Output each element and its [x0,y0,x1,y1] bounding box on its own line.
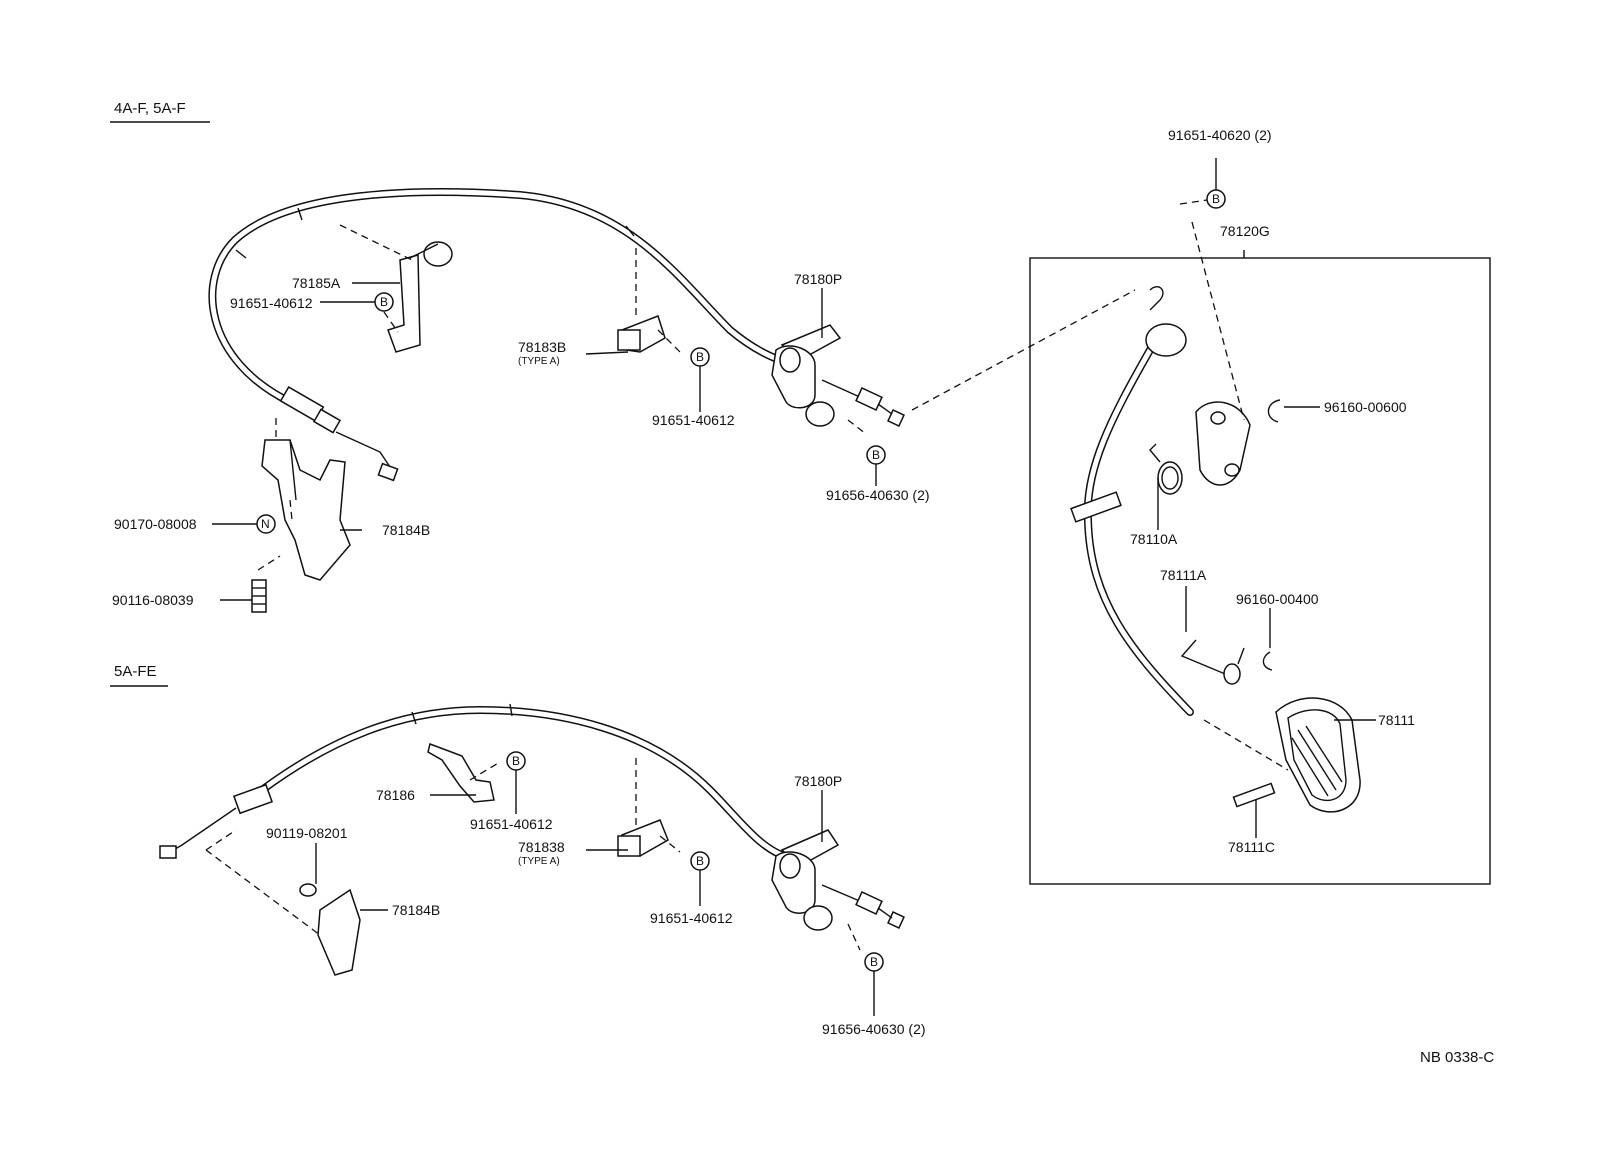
label-78180P-lower: 78180P [794,773,842,789]
bolt-mark-upper-a: B [320,292,399,333]
label-78184B-lower: 78184B [392,902,440,918]
bolt-mark-pedal: B [1179,158,1226,209]
bolt-mark-lower-a: B [506,751,526,814]
label-78111: 78111 [1378,712,1415,728]
label-91651-40620: 91651-40620 (2) [1168,127,1272,143]
label-90119-08201: 90119-08201 [266,825,348,841]
torsion-spring-78110A [1149,443,1183,495]
label-78184B-upper: 78184B [382,522,430,538]
section-label-lower: 5A-FE [114,663,157,680]
leader-lines [220,250,1376,911]
bracket-78184B-upper [257,418,351,581]
bolt-mark-lower-c: B [864,952,884,1016]
stud-90116-08039 [251,579,267,613]
bolt-mark-lower-c-letter: B [870,955,878,969]
label-78183B-upper: 78183B [518,339,566,355]
bracket-78185A [339,224,453,353]
upper-accelerator-cable [208,188,804,482]
label-78111A: 78111A [1160,567,1207,583]
label-91651-40612-lower-b: 91651-40612 [650,910,733,926]
section-label-upper: 4A-F, 5A-F [114,100,186,117]
throttle-link-upper [771,289,1136,435]
label-78183B-lower-type: (TYPE A) [518,856,560,867]
pedal-pad-78111 [1275,697,1361,813]
label-96160-00600: 96160-00600 [1324,399,1407,415]
pivot-bracket [1191,221,1251,486]
bolt-mark-upper-b-letter: B [696,350,704,364]
bolt-mark-pedal-letter: B [1212,192,1220,206]
label-78185A: 78185A [292,275,341,291]
bolt-mark-upper-c-letter: B [872,448,880,462]
label-78111C: 78111C [1228,839,1275,855]
label-91651-40612-upper-a: 91651-40612 [230,295,313,311]
label-78183B-upper-type: (TYPE A) [518,356,560,367]
drawing-code: NB 0338-C [1420,1049,1494,1066]
bolt-mark-upper-b: B [690,347,710,412]
label-78186: 78186 [376,787,415,803]
section-title-upper: 4A-F, 5A-F [110,100,210,123]
label-78183B-lower: 781838 [518,839,565,855]
nut-mark-upper-letter: N [261,517,270,531]
clip-96160-00600 [1267,399,1281,423]
bolt-mark-lower-a-letter: B [512,754,520,768]
bolt-mark-upper-a-letter: B [380,295,388,309]
label-91656-40630-upper: 91656-40630 (2) [826,487,930,503]
clip-96160-00400 [1262,651,1273,671]
bracket-78186 [427,743,501,803]
label-91656-40630-lower: 91656-40630 (2) [822,1021,926,1037]
bolt-mark-lower-b: B [690,851,710,906]
pedal-arm [1070,286,1289,771]
label-91651-40612-lower-a: 91651-40612 [470,816,553,832]
nut-mark-upper: N [212,514,276,534]
bolt-mark-upper-c: B [866,445,886,486]
pin-78111C [1232,782,1276,808]
pedal-assembly-box [1029,257,1491,885]
throttle-link-lower [771,829,905,951]
return-spring-78111A [1180,639,1245,685]
bracket-78184B-lower [205,829,361,976]
label-78180P-upper: 78180P [794,271,842,287]
label-91651-40612-upper-b: 91651-40612 [652,412,735,428]
section-title-lower: 5A-FE [110,663,168,687]
bolt-mark-lower-b-letter: B [696,854,704,868]
bracket-78183B-lower [617,758,681,857]
label-96160-00400: 96160-00400 [1236,591,1319,607]
label-78120G: 78120G [1220,223,1270,239]
label-90116-08039: 90116-08039 [112,592,194,608]
lower-accelerator-cable [159,703,794,862]
label-90170-08008: 90170-08008 [114,516,197,532]
label-78110A: 78110A [1130,531,1178,547]
bracket-78183B-upper [617,248,681,353]
